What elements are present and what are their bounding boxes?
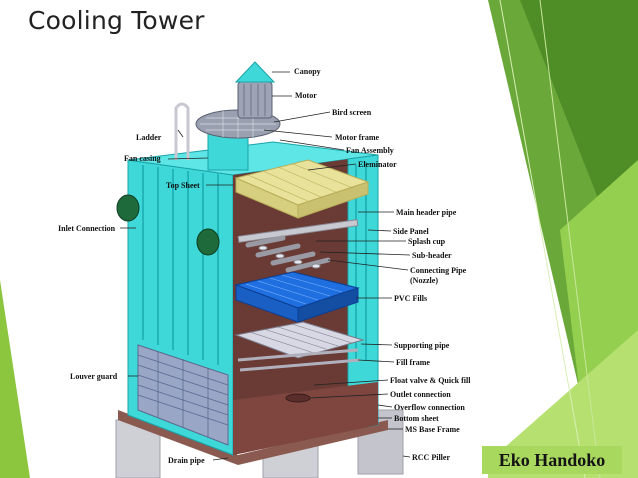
label-sub-header: Sub-header: [412, 251, 452, 260]
label-louver-guard: Louver guard: [70, 372, 118, 381]
label-ms-base-frame: MS Base Frame: [405, 425, 460, 434]
pvc-fills-lines: [245, 274, 343, 305]
label-connecting-pipe-nozzle: (Nozzle): [410, 276, 438, 285]
label-fan-casing: Fan casing: [124, 154, 161, 163]
author-credit: Eko Handoko: [482, 446, 622, 474]
label-fill-frame: Fill frame: [396, 358, 430, 367]
label-ladder: Ladder: [136, 133, 162, 142]
slide-title: Cooling Tower: [28, 6, 205, 35]
label-overflow-connection: Overflow connection: [394, 403, 465, 412]
sub-headers: [245, 235, 331, 273]
label-top-sheet: Top Sheet: [166, 181, 200, 190]
label-main-header-pipe: Main header pipe: [396, 208, 457, 217]
label-eleminator: Eleminator: [358, 160, 397, 169]
motor: [237, 81, 273, 119]
label-motor: Motor: [295, 91, 317, 100]
splash-cups: [258, 245, 321, 269]
label-side-panel: Side Panel: [393, 227, 430, 236]
front-face-ribs: [142, 165, 219, 365]
ladder: [174, 102, 190, 160]
ms-base-frame: [118, 410, 388, 465]
label-fan-assembly: Fan Assembly: [346, 146, 394, 155]
shard-left: [0, 280, 30, 478]
louver-mesh: [137, 351, 229, 437]
label-inlet-connection: Inlet Connection: [58, 224, 116, 233]
label-pvc-fills: PVC Fills: [394, 294, 427, 303]
main-header-pipe: [237, 219, 359, 243]
outlet-connection-port: [285, 393, 311, 403]
canopy: [234, 61, 276, 83]
eliminator-hatch: [247, 163, 354, 203]
pvc-fills-side: [297, 287, 359, 323]
shard-line-1: [499, 0, 586, 478]
eliminator-side: [297, 181, 369, 219]
motor-fins: [243, 84, 266, 116]
leader-lines: [120, 71, 411, 461]
bottom-sheet: [233, 382, 378, 455]
label-motor-frame: Motor frame: [335, 133, 380, 142]
shard-lighter: [470, 330, 638, 478]
inlet-connection-1: [116, 194, 140, 222]
inlet-connection-2: [196, 228, 220, 256]
label-connecting-pipe: Connecting Pipe: [410, 266, 467, 275]
label-drain-pipe: Drain pipe: [168, 456, 205, 465]
label-splash-cup: Splash cup: [408, 237, 446, 246]
label-bird-screen: Bird screen: [332, 108, 372, 117]
fill-frame-grid: [249, 323, 353, 354]
label-supporting-pipe: Supporting pipe: [394, 341, 450, 350]
label-canopy: Canopy: [294, 67, 321, 76]
label-bottom-sheet: Bottom sheet: [394, 414, 439, 423]
shard-line-2: [539, 0, 601, 478]
supporting-pipes: [237, 348, 361, 372]
label-outlet-connection: Outlet connection: [390, 390, 451, 399]
cooling-tower-diagram: Canopy Motor Bird screen Ladder Motor fr…: [58, 60, 488, 478]
fill-frame: [234, 321, 365, 359]
label-rcc-piller: RCC Piller: [412, 453, 450, 462]
label-float-valve: Float valve & Quick fill: [390, 376, 471, 385]
